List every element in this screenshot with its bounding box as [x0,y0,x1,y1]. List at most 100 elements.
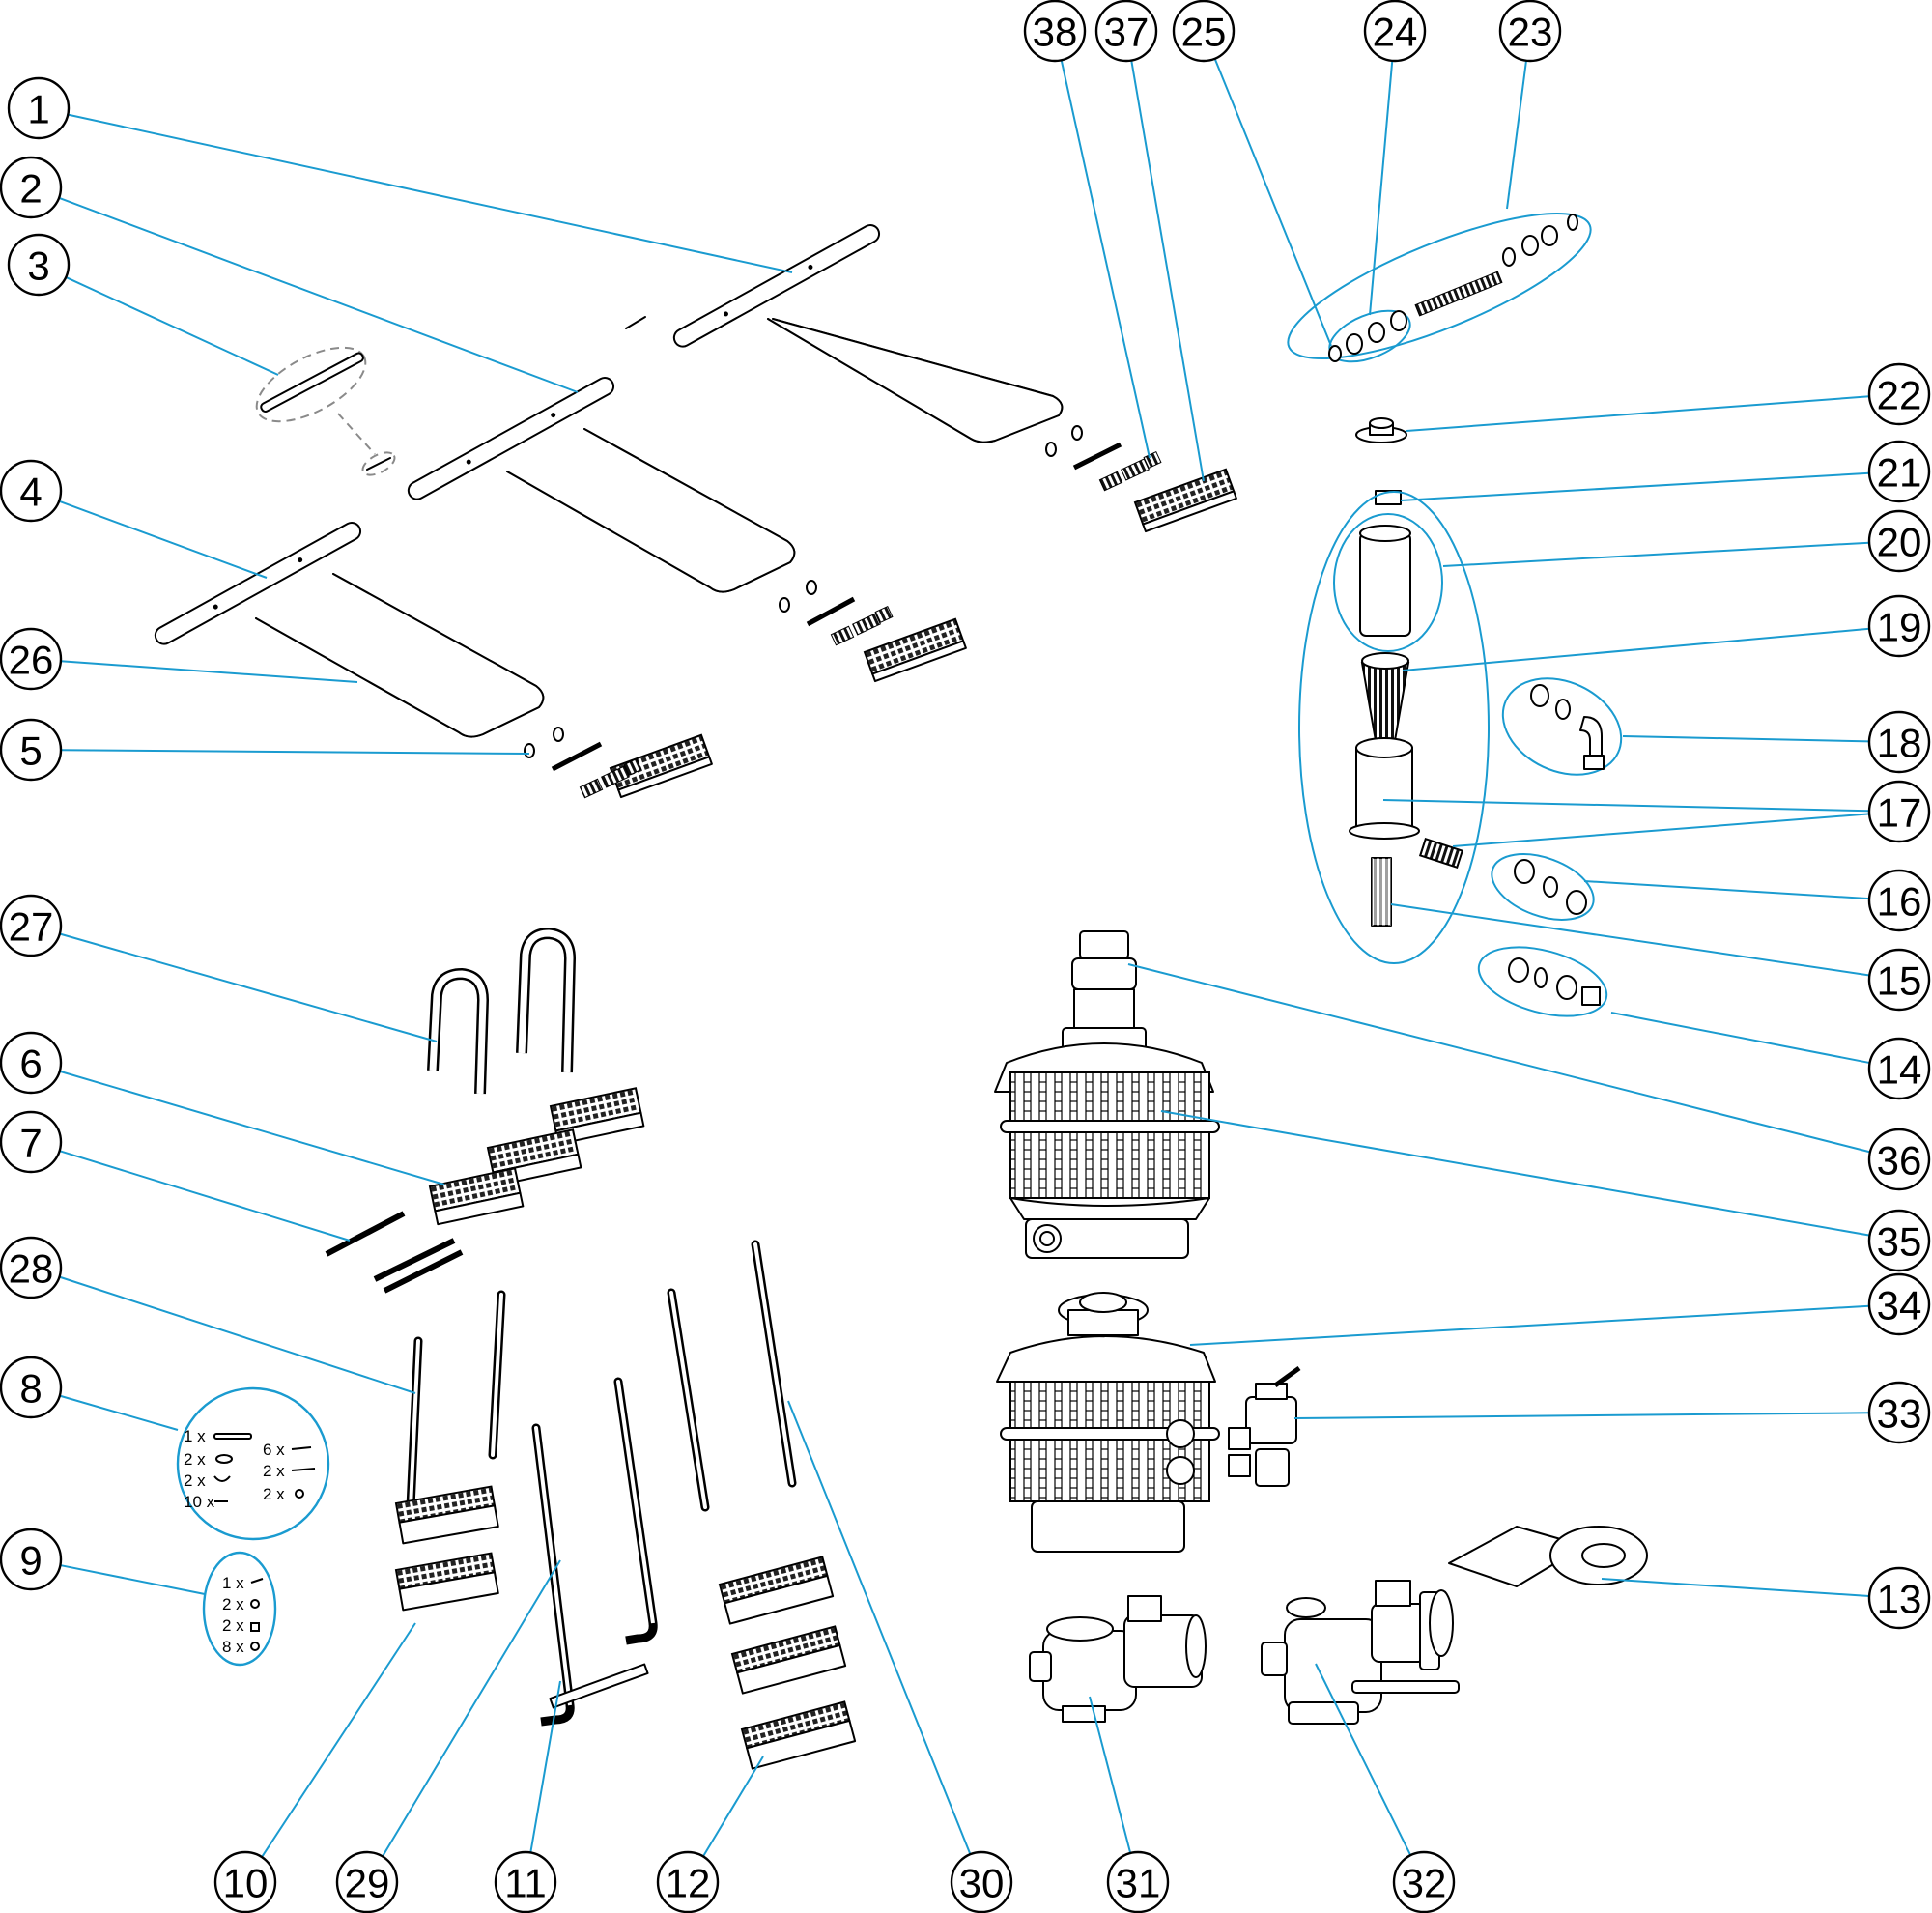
callout-circle-1 [7,76,71,140]
callout-circle-22 [1867,362,1931,426]
callout-16: 16 [1867,869,1931,932]
callout-number-31: 31 [1116,1861,1161,1906]
leader-line-8 [59,1394,179,1431]
leader-line-29 [382,1559,561,1857]
leader-line-16 [1583,880,1870,900]
callout-circle-14 [1867,1037,1931,1100]
callout-number-3: 3 [27,243,49,289]
callout-number-15: 15 [1877,958,1922,1004]
leader-line-6 [59,1070,445,1185]
callout-37: 37 [1094,0,1158,63]
callout-number-32: 32 [1402,1861,1447,1906]
callout-number-38: 38 [1033,10,1078,55]
callout-number-12: 12 [666,1861,711,1906]
callout-7: 7 [0,1110,63,1174]
leader-line-12 [702,1756,764,1857]
callout-11: 11 [494,1850,557,1913]
leader-line-7 [59,1150,351,1242]
callout-3: 3 [7,233,71,297]
leader-line-27 [59,932,438,1042]
callout-1: 1 [7,76,71,140]
callout-29: 29 [335,1850,399,1913]
leader-line-38 [1060,60,1151,459]
callout-circle-21 [1867,440,1931,503]
filter-tank-36-35 [994,930,1220,1259]
callout-number-25: 25 [1181,10,1227,55]
kit8-qty-1: 2 x [184,1450,206,1469]
callout-circle-17 [1867,780,1931,843]
callout-26: 26 [0,627,63,691]
leader-line-19 [1402,627,1870,671]
callout-10: 10 [213,1850,277,1913]
leader-line-10 [261,1622,416,1858]
callout-33: 33 [1867,1381,1931,1444]
hardware-kit-8-list: 1 x 2 x 2 x 10 x 6 x 2 x 2 x [184,1427,316,1511]
callout-circle-30 [950,1850,1013,1913]
leader-line-24 [1369,60,1394,316]
callout-number-33: 33 [1877,1391,1922,1437]
callout-31: 31 [1106,1850,1170,1913]
callout-8: 8 [0,1356,63,1419]
callout-circle-10 [213,1850,277,1913]
kit8-qty-2: 2 x [184,1471,206,1490]
leader-line-17-1 [1452,813,1870,847]
callout-15: 15 [1867,948,1931,1012]
callout-number-10: 10 [223,1861,269,1906]
callout-circle-33 [1867,1381,1931,1444]
callout-32: 32 [1392,1850,1456,1913]
callout-number-5: 5 [19,728,42,774]
leader-line-21 [1400,471,1870,501]
callout-circle-13 [1867,1566,1931,1630]
leader-line-14 [1610,1012,1870,1065]
leader-line-33 [1293,1412,1870,1419]
leader-line-1 [68,113,793,273]
callout-circle-35 [1867,1209,1931,1272]
leader-line-4 [58,500,268,579]
leader-line-35 [1160,1110,1870,1237]
callout-6: 6 [0,1031,63,1095]
leader-line-3 [65,276,279,376]
callout-18: 18 [1867,710,1931,774]
callout-19: 19 [1867,594,1931,658]
kit9-qty-1: 2 x [222,1595,244,1613]
callout-38: 38 [1023,0,1087,63]
callout-number-8: 8 [19,1366,42,1412]
callout-circle-24 [1363,0,1427,63]
leader-line-28 [59,1275,416,1394]
kit8-qty-6: 2 x [263,1485,285,1503]
callout-circle-19 [1867,594,1931,658]
callout-number-29: 29 [345,1861,390,1906]
leader-line-15 [1390,903,1870,977]
callout-28: 28 [0,1236,63,1299]
callout-circle-34 [1867,1272,1931,1336]
callout-number-18: 18 [1877,721,1922,766]
callout-number-11: 11 [504,1861,547,1906]
callout-circle-36 [1867,1128,1931,1191]
leader-line-5 [60,749,530,755]
callout-30: 30 [950,1850,1013,1913]
callout-number-4: 4 [19,470,42,515]
callout-circle-28 [0,1236,63,1299]
callout-circle-4 [0,459,63,523]
callout-24: 24 [1363,0,1427,63]
leader-lines [58,58,1871,1858]
leader-line-37 [1130,60,1205,482]
callout-number-14: 14 [1877,1047,1922,1093]
callout-number-34: 34 [1877,1283,1922,1328]
callout-circle-37 [1094,0,1158,63]
callout-number-26: 26 [9,638,54,683]
callout-circle-3 [7,233,71,297]
callout-circle-11 [494,1850,557,1913]
step-treads-upper [524,425,1237,799]
hardware-kit-9-list: 1 x 2 x 2 x 8 x [222,1574,264,1656]
callout-5: 5 [0,718,63,782]
callout-34: 34 [1867,1272,1931,1336]
leader-line-20 [1442,541,1870,567]
callout-9: 9 [0,1528,63,1591]
kit9-qty-3: 8 x [222,1638,244,1656]
callout-circle-18 [1867,710,1931,774]
leader-line-34 [1189,1304,1870,1346]
callout-17: 17 [1867,780,1931,843]
pump-31 [1029,1595,1207,1723]
leader-line-32 [1315,1663,1412,1856]
